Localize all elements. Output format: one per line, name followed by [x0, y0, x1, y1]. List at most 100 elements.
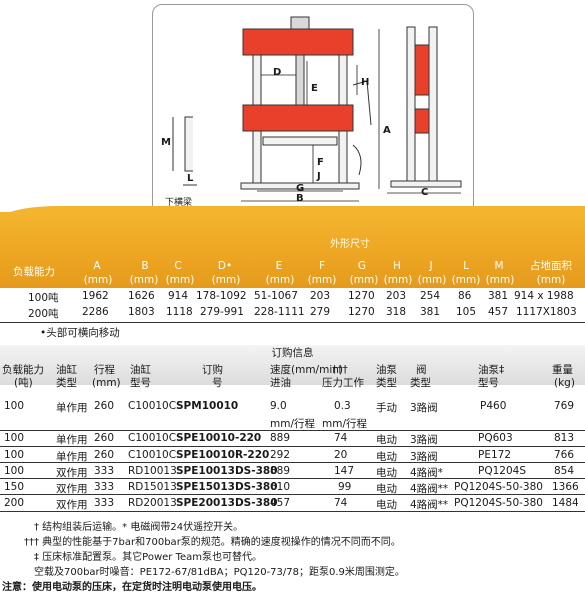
order-cell: 电动 [376, 450, 397, 463]
order-header-weight-2: (kg) [554, 377, 575, 389]
spec-cell: 1118 [166, 306, 193, 318]
spec-header-a: A [93, 260, 101, 272]
order-cell: PE172 [478, 448, 512, 461]
spec-cell: 228-1111 [254, 306, 305, 318]
order-cell: 854 [554, 464, 575, 477]
order-cell: 610 [270, 480, 291, 493]
spec-cell: 105 [456, 306, 477, 318]
spec-header-m-unit: (mm) [485, 274, 515, 286]
order-cell: 200 [4, 497, 25, 510]
order-cell: SPE15013DS-380 [176, 480, 278, 493]
spec-header-c: C [174, 260, 182, 272]
order-cell: 4路阀* [410, 466, 443, 479]
order-table-divider [0, 478, 585, 479]
order-cell: 150 [4, 480, 25, 493]
table-row: 100吨 1962 1626 914 178-1092 51-1067 203 … [0, 290, 585, 304]
spec-header-d-unit: (mm) [211, 274, 241, 286]
spec-cell: 1803 [128, 306, 155, 318]
order-cell: PQ1204S [478, 464, 526, 477]
order-cell: 4路阀** [410, 482, 449, 495]
dim-label-j: J [317, 171, 321, 182]
spec-header-j: J [429, 260, 433, 272]
order-cell: RD15013 [128, 480, 177, 493]
spec-cell: 2286 [82, 306, 109, 318]
order-table-divider [0, 494, 585, 495]
spec-table-body: 100吨 1962 1626 914 178-1092 51-1067 203 … [0, 290, 585, 320]
dim-label-g: G [296, 183, 305, 194]
order-cell: 单作用 [56, 402, 88, 414]
table-row: 100 双作用 333 RD10013 SPE10013DS-380 889 1… [0, 463, 585, 479]
spec-cell: 318 [386, 306, 407, 318]
order-header-cyl-model-2: 型号 [130, 377, 151, 389]
spec-header-footprint-unit: (mm) [536, 274, 566, 286]
order-header-pressure-2: 压力工作 [322, 377, 364, 389]
spec-cell: 86 [458, 290, 472, 302]
order-table-divider [0, 462, 585, 463]
order-cell: 0.3 [334, 400, 351, 412]
order-cell: 单作用 [56, 434, 88, 447]
order-cell: mm/行程 [270, 418, 315, 431]
order-cell: 双作用 [56, 499, 88, 512]
order-cell: 147 [334, 464, 355, 477]
order-header-valve: 阀 [416, 364, 427, 376]
spec-header-footprint: 占地面积 [530, 260, 572, 272]
dim-label-a: A [383, 125, 391, 136]
spec-header-f-unit: (mm) [307, 274, 337, 286]
spec-header-h: H [393, 260, 401, 272]
order-cell: 1366 [552, 480, 579, 493]
order-cell: C10010C [128, 432, 177, 445]
order-header-speed: 速度(mm/min) [270, 364, 343, 376]
table-row: 100 单作用 260 C10010C SPE10010-220 889 74 … [0, 430, 585, 446]
spec-cell: 254 [420, 290, 441, 302]
order-cell: RD10013 [128, 464, 177, 477]
table-row: 100 单作用 260 C10010C SPM10010 9.0 0.3 手动 … [0, 398, 585, 414]
order-cell: P460 [480, 400, 507, 412]
order-header-order-no: 订购 [202, 364, 223, 376]
order-cell: 457 [270, 497, 291, 510]
spec-header-j-unit: (mm) [417, 274, 447, 286]
spec-header-a-unit: (mm) [83, 274, 113, 286]
footnote-3: ‡ 压床标准配置泵。其它Power Team泵也可替代。 [34, 552, 263, 563]
spec-note: •头部可横向移动 [40, 327, 120, 339]
order-cell: mm/行程 [322, 418, 367, 431]
spec-cell: 51-1067 [254, 290, 298, 302]
order-cell: 99 [338, 480, 352, 493]
order-header-pump-type: 油泵 [376, 364, 397, 376]
order-header-stroke-unit: (mm) [92, 377, 121, 389]
order-cell: 电动 [376, 499, 397, 512]
order-cell: 3路阀 [410, 402, 438, 414]
spec-cell: 1962 [82, 290, 109, 302]
order-cell: PQ1204S-50-380 [454, 497, 543, 510]
spec-cell: 203 [386, 290, 407, 302]
order-cell: 1484 [552, 497, 579, 510]
order-cell: SPE10010R-220 [176, 448, 270, 461]
order-header-pump-type-2: 类型 [376, 377, 397, 389]
order-cell: SPE10013DS-380 [176, 464, 278, 477]
order-cell: PQ603 [478, 432, 513, 445]
footnote-5: 注意：使用电动泵的压床，在定货时注明电动泵使用电压。 [2, 582, 262, 593]
spec-header-g-unit: (mm) [349, 274, 379, 286]
order-cell: RD20013 [128, 497, 177, 510]
order-header-order-no-2: 号 [212, 377, 223, 389]
order-cell: 260 [94, 400, 115, 412]
order-header-capacity-unit: (吨) [14, 377, 33, 389]
order-cell: 9.0 [270, 400, 287, 412]
dim-label-h: H [361, 77, 370, 88]
order-table-title: 订购信息 [271, 347, 314, 359]
spec-cell: 1117X1803 [516, 306, 577, 318]
order-header-cyl-model: 油缸 [130, 364, 151, 376]
order-table-divider [0, 430, 585, 431]
spec-header-capacity: 负载能力 [13, 266, 55, 278]
order-cell: 4路阀** [410, 499, 449, 512]
order-header-pressure: ††† [332, 364, 348, 376]
order-cell: 100 [4, 464, 25, 477]
diagram-area: D E H A F J G B C M L 下横梁 [0, 0, 585, 218]
order-header-stroke: 行程 [94, 364, 115, 376]
spec-header-m: M [494, 260, 504, 272]
order-cell: 260 [94, 432, 115, 445]
order-header-cyl-type: 油缸 [56, 364, 77, 376]
order-cell: C10010C [128, 400, 177, 412]
spec-header-b-unit: (mm) [129, 274, 159, 286]
footnote-1: † 结构组装后运输。* 电磁阀带24伏遥控开关。 [34, 522, 244, 533]
spec-cell: 203 [310, 290, 331, 302]
